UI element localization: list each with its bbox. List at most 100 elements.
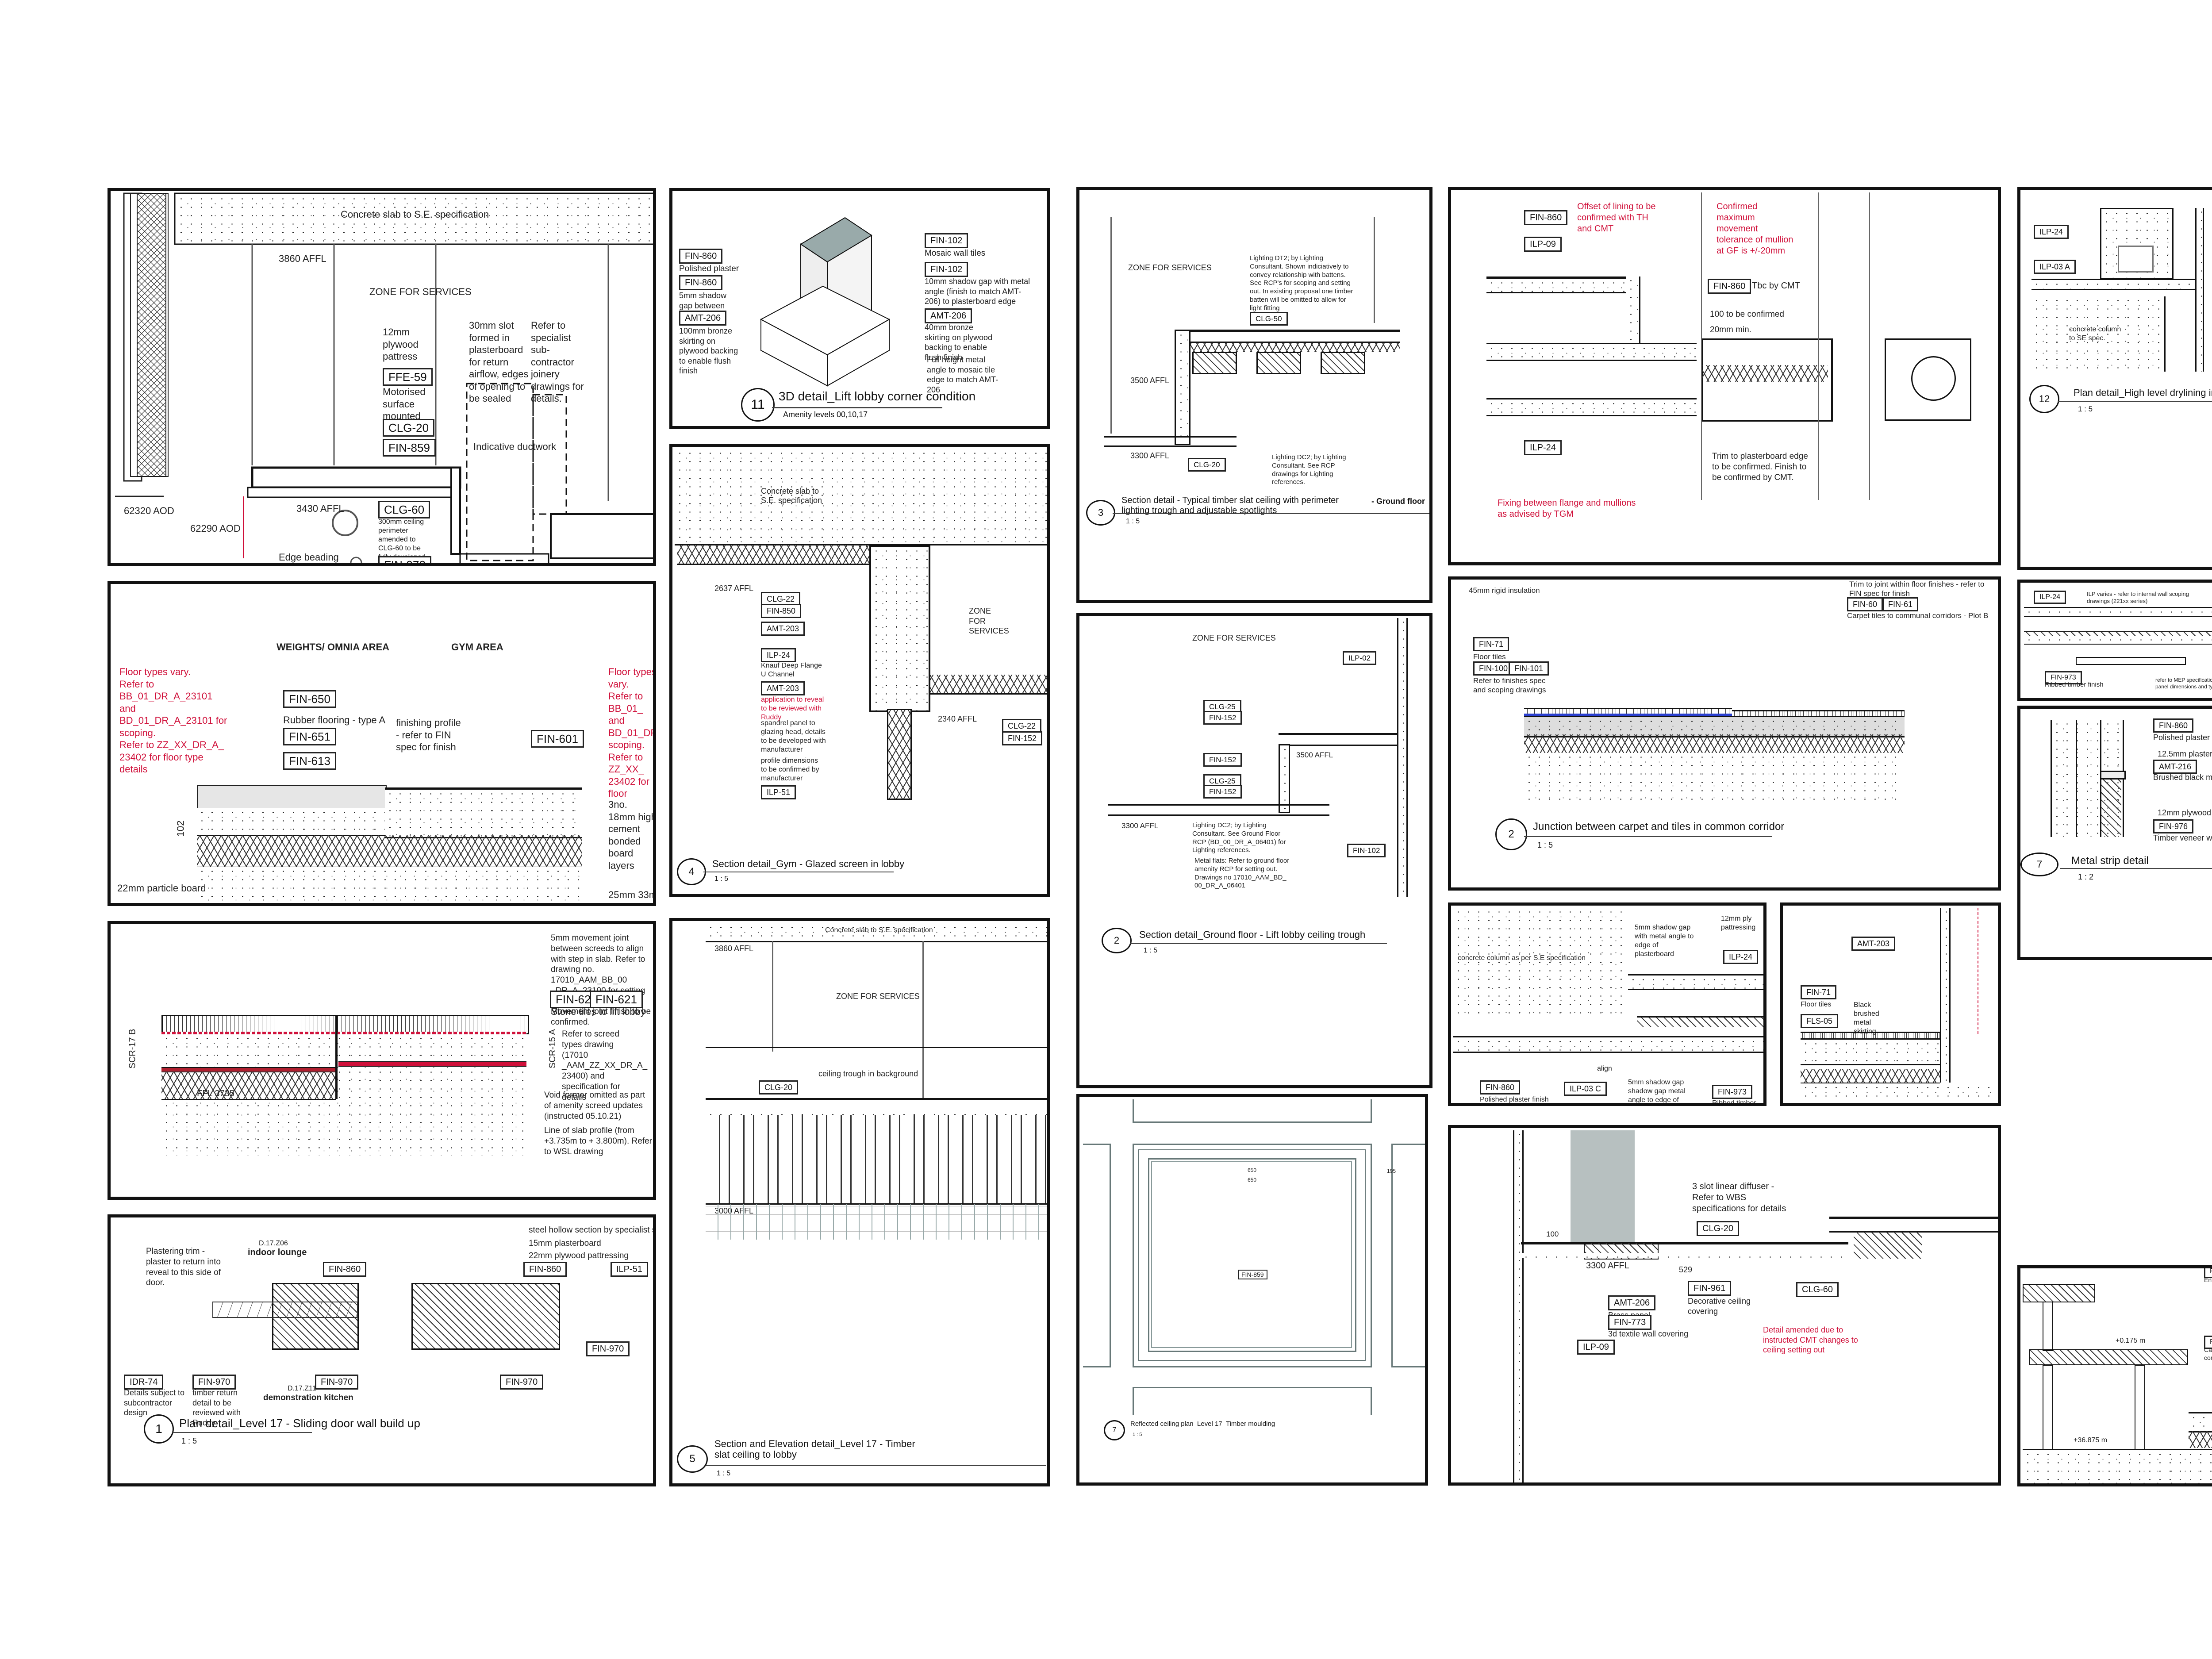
detail-panel-lift-lobby-trough: ZONE FOR SERVICES ILP-02 CLG-25 FIN-152 … [1076,613,1432,1088]
spec-tag-amt203: AMT-203 [761,622,805,636]
detail-scale: 1 : 5 [1126,518,1140,525]
membrane-red [338,1061,526,1067]
dimension: 650 [1248,1177,1257,1183]
finish-label: Polished plaster finish [1480,1096,1549,1103]
title-underline [2058,401,2212,402]
spec-tag-ilp24: ILP-24 [761,648,796,662]
pedestal [2135,1365,2145,1450]
red-offset-note: Offset of lining to be confirmed with TH… [1577,202,1656,234]
slab-label: Concrete slab to S.E. specification [341,209,489,220]
level-marker: 3300 AFFL [1130,451,1170,460]
trough-box [1279,744,1290,813]
spec-tag-fin973: FIN-973 [2045,671,2082,684]
skirting-note: Black brushed metal skirting [1854,1001,1879,1035]
grid-line [1869,192,1870,500]
aod-marker: 62290 AOD [190,523,241,534]
curtain-wall-mullion [1885,338,1971,421]
spec-tag-fin850: FIN-850 [761,604,802,618]
zone-label: ZONE FOR SERVICES [1192,634,1276,642]
detail-title: Section detail_Gym - Glazed screen in lo… [712,858,905,869]
tiles-label: Floor tiles [1801,1001,1832,1008]
timber-batten [1321,352,1365,374]
moulding-frame-bottom [1133,1387,1372,1415]
plywood-layer [2101,775,2121,837]
void-former [161,1072,336,1100]
mep-note: refer to MEP specifications for room boo… [2155,677,2212,690]
spec-tag-fin859: FIN-859 [383,439,436,457]
spec-tag-fin102: FIN-102 [1347,844,1386,857]
align-label: align [1597,1065,1612,1072]
detail-number-badge: 2 [1102,928,1132,953]
spec-tag-fin860: FIN-860 [523,1262,567,1277]
spec-tag-ilp24: ILP-24 [2034,591,2066,604]
detail-panel-screed-step: 5mm movement joint between screeds to al… [108,921,656,1200]
spec-tag-amt206: AMT-206 [1608,1295,1656,1310]
screed-note: Refer to screed types drawing (17010 _AA… [562,1029,648,1102]
detail-number-badge: 3 [1086,500,1115,526]
concrete-slab [706,923,1047,942]
finish-label: Polished plaster finish [2153,733,2212,742]
finishing-profile-note: finishing profile - refer to FIN spec fo… [396,717,461,753]
spec-tag-fin100: FIN-100 [1473,661,1514,676]
shadow-gap-note: 10mm shadow gap with metal angle (finish… [925,277,1030,306]
refer-note: Refer to finishes spec and scoping drawi… [1473,676,1546,695]
spec-tag-ilp03c: ILP-03 C [1564,1082,1607,1096]
door-leaf [212,1302,358,1318]
dimension: 195 [1387,1168,1396,1174]
ceiling-board [1188,330,1400,343]
level-marker: 3500 AFFL [1296,751,1333,759]
spec-tag-fin60: FIN-60 [1847,597,1883,611]
blue-membrane [1524,714,1732,716]
detail-panel-timber-slat-ceiling: Concrete slab to S.E. specification 3860… [669,918,1050,1486]
spec-tag-amt206: AMT-206 [925,308,972,323]
spec-tag-amt216: AMT-216 [2153,760,2197,774]
spec-tag-ilp09: ILP-09 [1577,1340,1615,1355]
area-label: GYM AREA [451,641,503,653]
upper-ceiling [1829,1217,1998,1233]
rubber-flooring-label: Rubber flooring - type A [283,714,386,726]
wall-lining [2024,607,2212,617]
skirting-note: 100mm bronze skirting on plywood backing… [679,326,738,375]
insulation-layer [677,545,872,565]
concrete-slab [1801,1083,1998,1103]
spec-tag-ffe59: FFE-59 [383,368,433,386]
spec-tag-fin860: FIN-860 [679,275,723,290]
spec-tag-clg50: CLG-50 [1250,312,1288,326]
spec-tag-fin860: FIN-860 [679,249,723,264]
lining-bottom [1486,343,1697,361]
spec-tag-amt206: AMT-206 [679,311,727,326]
detail-panel-skirting: AMT-203 FIN-71 Floor tiles Black brushed… [1780,902,2001,1106]
dimension: 529 [1679,1265,1693,1274]
concrete-slab [2023,1449,2212,1483]
layer-line [2076,720,2077,837]
spec-tag-ilp51: ILP-51 [611,1262,648,1277]
red-dashed-line [1978,908,1979,1034]
zone-label: ZONE FOR SERVICES [836,992,920,1001]
tiles-label: Floor tiles [1473,653,1506,661]
wall-buildup [411,1283,560,1350]
ceiling-plaster [706,1110,1047,1115]
detail-panel-typical-timber-slat: ZONE FOR SERVICES Lighting DT2; by Light… [1076,187,1432,603]
finish-label: Timber veneer wall covering [2153,833,2212,842]
spec-tag-fin152: FIN-152 [1203,711,1242,725]
detail-number-badge: 12 [2029,385,2059,413]
aod-marker: 62320 AOD [124,505,174,516]
lighting-dc2-note: Lighting DC2; by Lighting Consultant. Se… [1272,453,1346,486]
spec-tag-fin860: FIN-860 [323,1262,367,1277]
level-marker: 2340 AFFL [938,714,977,723]
dimension: 102 [175,820,186,837]
spec-tag-ilp24: ILP-24 [1723,950,1759,964]
detail-title: Section and Elevation detail_Level 17 - … [714,1438,915,1460]
level-marker: 3300 AFFL [1121,822,1159,830]
bulkhead [869,545,930,712]
fin970-note: timber return detail to be reviewed with… [192,1388,241,1427]
finish-label: Ribbed timber finish [2045,681,2104,688]
spec-tag-fin773: FIN-773 [1608,1315,1652,1330]
detail-title: Junction between carpet and tiles in com… [1533,821,1785,833]
detail-scale: 1 : 5 [2078,405,2093,413]
slot-note: 30mm slot formed in plasterboard for ret… [469,320,529,404]
ceiling-line [1104,436,1237,447]
edge-beading-label: Edge beading [279,552,339,563]
spec-tag-clg60: CLG-60 [378,501,430,518]
spec-tag-fin601: FIN-601 [531,730,584,748]
